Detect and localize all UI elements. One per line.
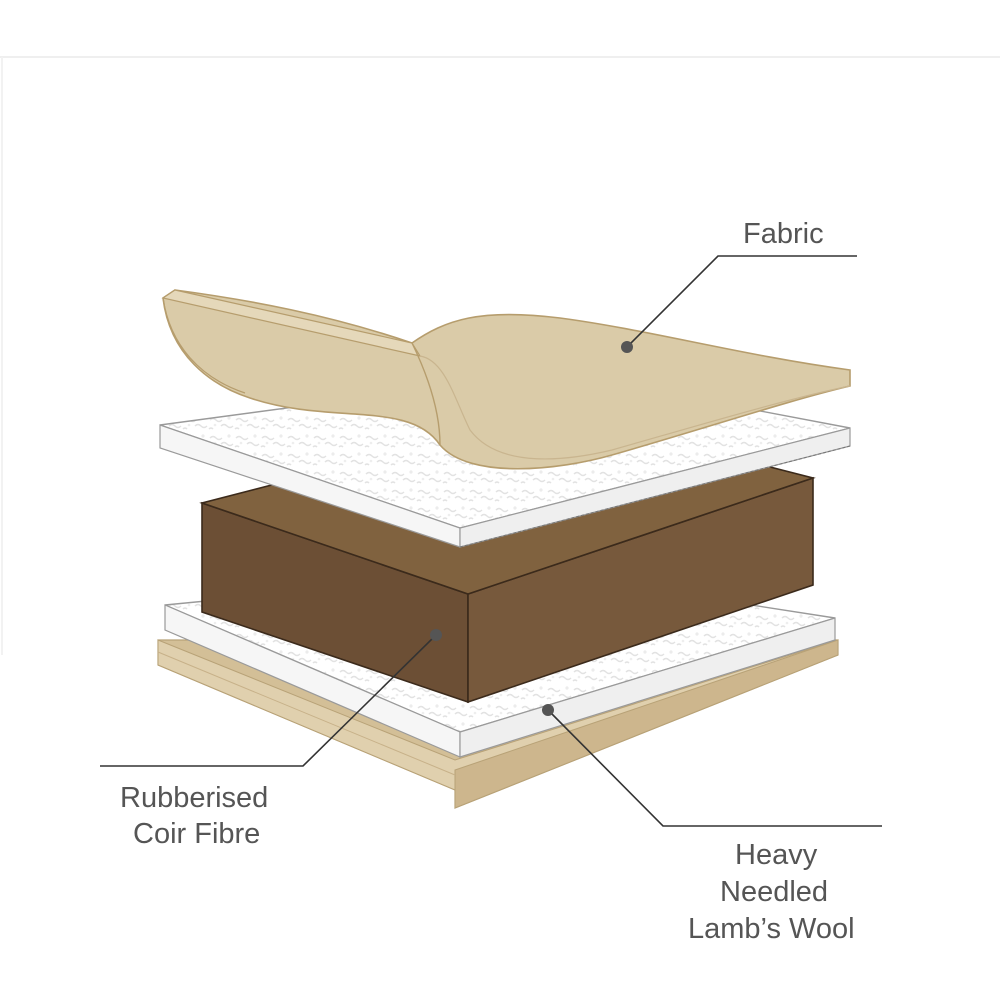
coir-label-line-1: Rubberised: [120, 782, 268, 814]
wool-label-line-2: Needled: [720, 876, 828, 908]
fabric-callout-dot: [621, 341, 633, 353]
coir-leader-line: [100, 634, 437, 767]
wool-label-line-1: Heavy: [735, 839, 818, 871]
wool-callout-dot: [542, 704, 554, 716]
fabric-callout: Fabric: [621, 218, 857, 353]
coir-callout-dot: [430, 629, 442, 641]
wool-leader-line: [547, 709, 882, 827]
fabric-label: Fabric: [743, 218, 824, 250]
fabric-leader-line: [626, 255, 857, 348]
coir-label-line-2: Coir Fibre: [133, 818, 260, 850]
wool-callout: Heavy Needled Lamb’s Wool: [542, 704, 882, 945]
wool-label-line-3: Lamb’s Wool: [688, 913, 855, 945]
coir-callout: Rubberised Coir Fibre: [100, 629, 442, 850]
fabric-layer: [161, 289, 851, 470]
